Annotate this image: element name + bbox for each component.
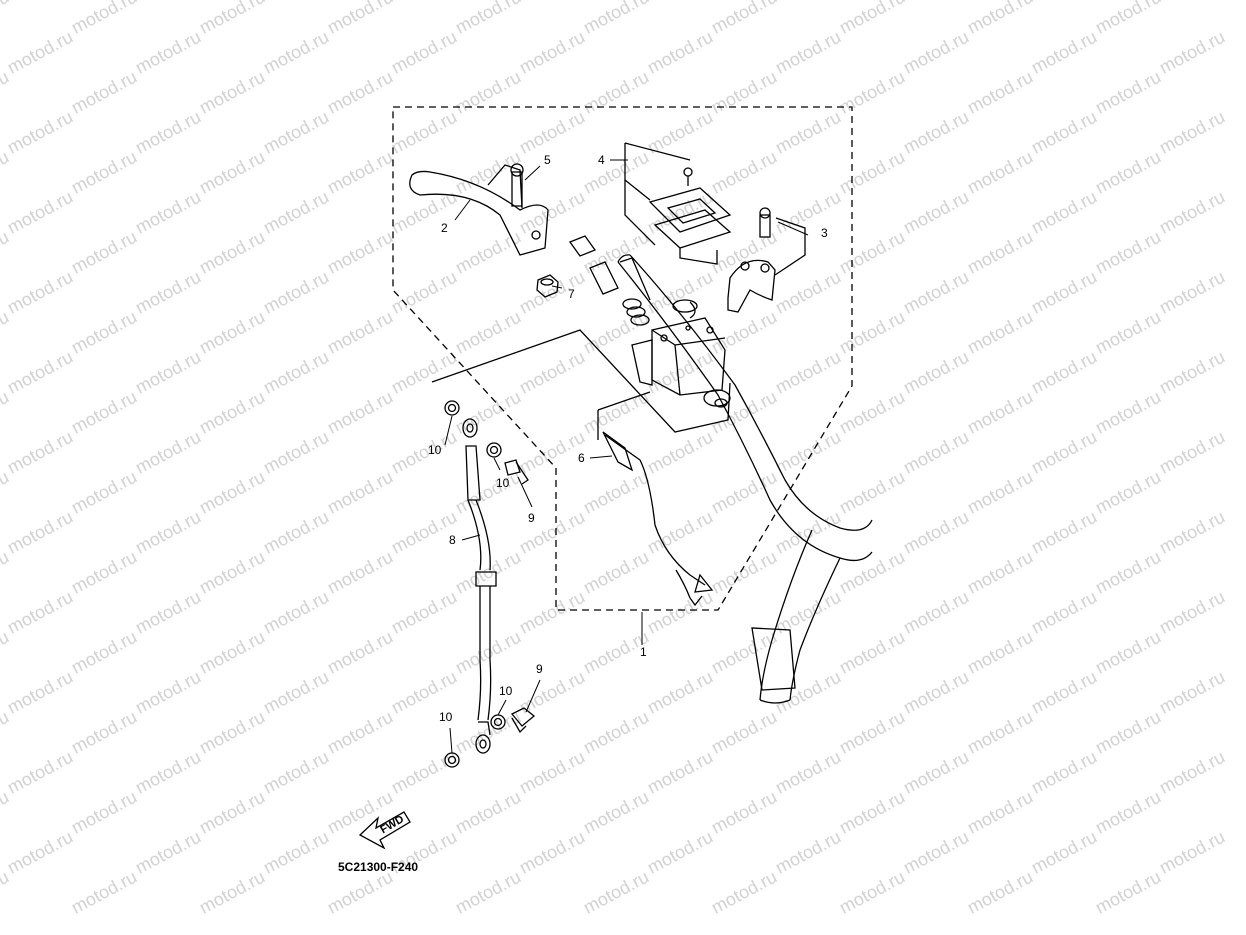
master-cylinder-holder <box>727 207 806 313</box>
cylinder-group-outline <box>431 329 731 433</box>
callout-10-a: 10 <box>428 443 442 457</box>
callout-10-b: 10 <box>496 476 510 490</box>
handlebar <box>617 254 873 704</box>
callout-6: 6 <box>578 451 585 465</box>
callout-10-d: 10 <box>439 710 453 724</box>
callout-8: 8 <box>449 533 456 547</box>
forward-arrow <box>358 811 411 850</box>
callout-9-upper: 9 <box>528 511 535 525</box>
leader-lines <box>444 159 809 754</box>
lever-nut <box>536 274 559 298</box>
callout-3: 3 <box>821 226 828 240</box>
callout-2: 2 <box>441 221 448 235</box>
master-cylinder-body <box>631 299 731 408</box>
drawing-code: 5C21300-F240 <box>338 860 419 874</box>
callout-10-c: 10 <box>499 684 513 698</box>
callout-5: 5 <box>544 153 551 167</box>
callout-1: 1 <box>640 645 647 659</box>
brake-lever <box>409 163 549 256</box>
piston-kit <box>568 235 651 326</box>
front-brake-switch <box>597 391 714 607</box>
callout-7: 7 <box>568 287 575 301</box>
callout-4: 4 <box>598 153 605 167</box>
union-bolts <box>504 459 536 734</box>
assembly-boundary <box>392 106 853 611</box>
reservoir-cap <box>624 142 732 265</box>
brake-hose <box>462 418 497 754</box>
copper-washers <box>444 400 506 768</box>
callout-9-lower: 9 <box>536 662 543 676</box>
callout-numbers: 1 2 3 4 5 6 7 8 9 9 10 10 10 10 FWD <box>378 153 828 836</box>
